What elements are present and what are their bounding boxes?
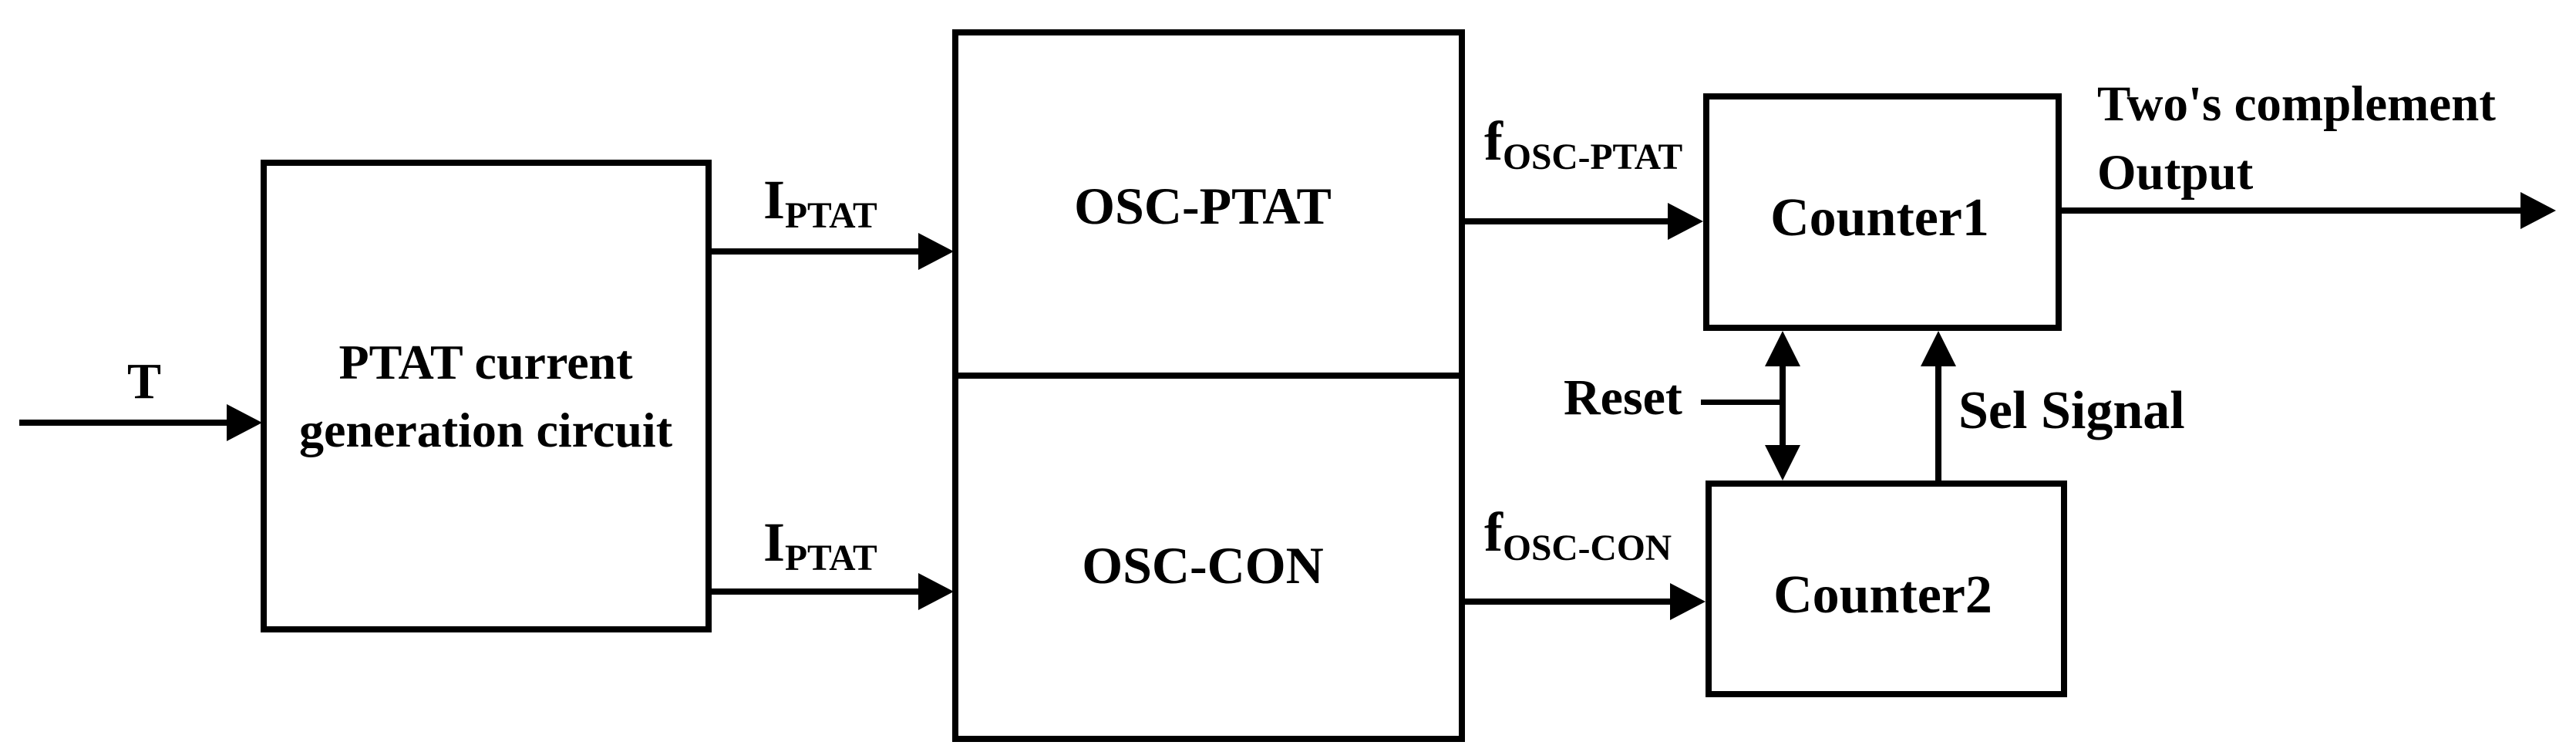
iptat-top-arrow-shaft	[707, 248, 918, 255]
output-label-line2: Output	[2097, 145, 2254, 201]
reset-arrowhead-up	[1765, 331, 1800, 366]
oscillator-divider-line	[957, 373, 1460, 379]
iptat-top-label-sub: PTAT	[785, 196, 877, 237]
fosc-ptat-label-sub: OSC-PTAT	[1502, 137, 1683, 178]
fosc-con-label-sub: OSC-CON	[1502, 528, 1672, 569]
t-input-arrowhead	[227, 404, 262, 441]
iptat-bottom-arrow-shaft	[707, 588, 918, 595]
ptat-current-generation-box	[261, 160, 712, 632]
iptat-top-arrowhead	[918, 233, 954, 270]
osc-ptat-label: OSC-PTAT	[1074, 177, 1332, 235]
ptat-box-label-line1: PTAT current	[338, 335, 633, 389]
fosc-ptat-label-main: f	[1484, 110, 1503, 172]
osc-con-label: OSC-CON	[1082, 536, 1324, 595]
iptat-top-label: IPTAT	[763, 169, 877, 234]
reset-stub-line	[1701, 400, 1783, 405]
reset-arrowhead-down	[1765, 445, 1800, 481]
iptat-top-label-main: I	[763, 169, 786, 231]
fosc-con-arrowhead	[1670, 583, 1706, 620]
fosc-ptat-label: fOSC-PTAT	[1484, 110, 1682, 176]
counter2-box	[1706, 481, 2067, 697]
sel-signal-label: Sel Signal	[1958, 381, 2185, 440]
counter1-label: Counter1	[1770, 188, 1989, 248]
reset-arrow-shaft	[1780, 363, 1786, 448]
iptat-bottom-label: IPTAT	[763, 511, 877, 577]
iptat-bottom-label-main: I	[763, 511, 786, 573]
counter1-box	[1703, 93, 2062, 331]
sel-signal-arrowhead	[1921, 331, 1956, 366]
output-label-line1: Two's complement	[2097, 76, 2496, 132]
iptat-bottom-label-sub: PTAT	[785, 538, 877, 579]
ptat-box-label-line2: generation circuit	[298, 403, 673, 457]
output-arrowhead	[2520, 192, 2556, 229]
fosc-con-label-main: f	[1484, 501, 1503, 563]
output-arrow-shaft	[2062, 207, 2520, 214]
fosc-con-arrow-shaft	[1462, 599, 1670, 605]
reset-label: Reset	[1564, 369, 1682, 426]
fosc-ptat-arrowhead	[1668, 203, 1703, 240]
t-input-label: T	[126, 353, 162, 410]
fosc-con-label: fOSC-CON	[1484, 501, 1672, 567]
sel-signal-arrow-shaft	[1935, 363, 1941, 481]
counter2-label: Counter2	[1773, 565, 1992, 625]
fosc-ptat-arrow-shaft	[1462, 218, 1668, 224]
iptat-bottom-arrowhead	[918, 573, 954, 610]
oscillator-outer-box	[952, 29, 1465, 742]
t-input-arrow-shaft	[19, 420, 227, 426]
